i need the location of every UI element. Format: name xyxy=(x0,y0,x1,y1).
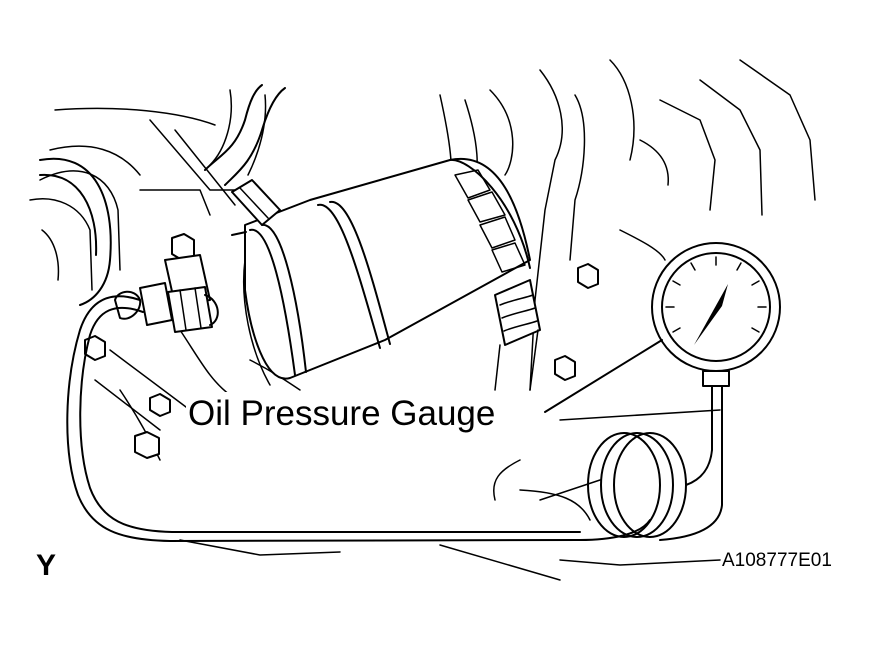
engine-block-lines xyxy=(29,59,816,581)
bolt-heads xyxy=(84,233,599,459)
pressure-gauge xyxy=(651,242,781,387)
gauge-callout-label: Oil Pressure Gauge xyxy=(186,392,498,436)
small-hose xyxy=(494,279,541,391)
callout-leader xyxy=(544,339,663,413)
oil-filter xyxy=(231,157,531,386)
figure-code: A108777E01 xyxy=(722,550,832,571)
timing-cover xyxy=(39,157,112,306)
pressure-fitting xyxy=(114,254,219,333)
view-letter: Y xyxy=(36,549,57,582)
hose-coil xyxy=(587,384,723,541)
gauge-hose xyxy=(66,295,651,542)
upper-hose xyxy=(204,84,286,226)
